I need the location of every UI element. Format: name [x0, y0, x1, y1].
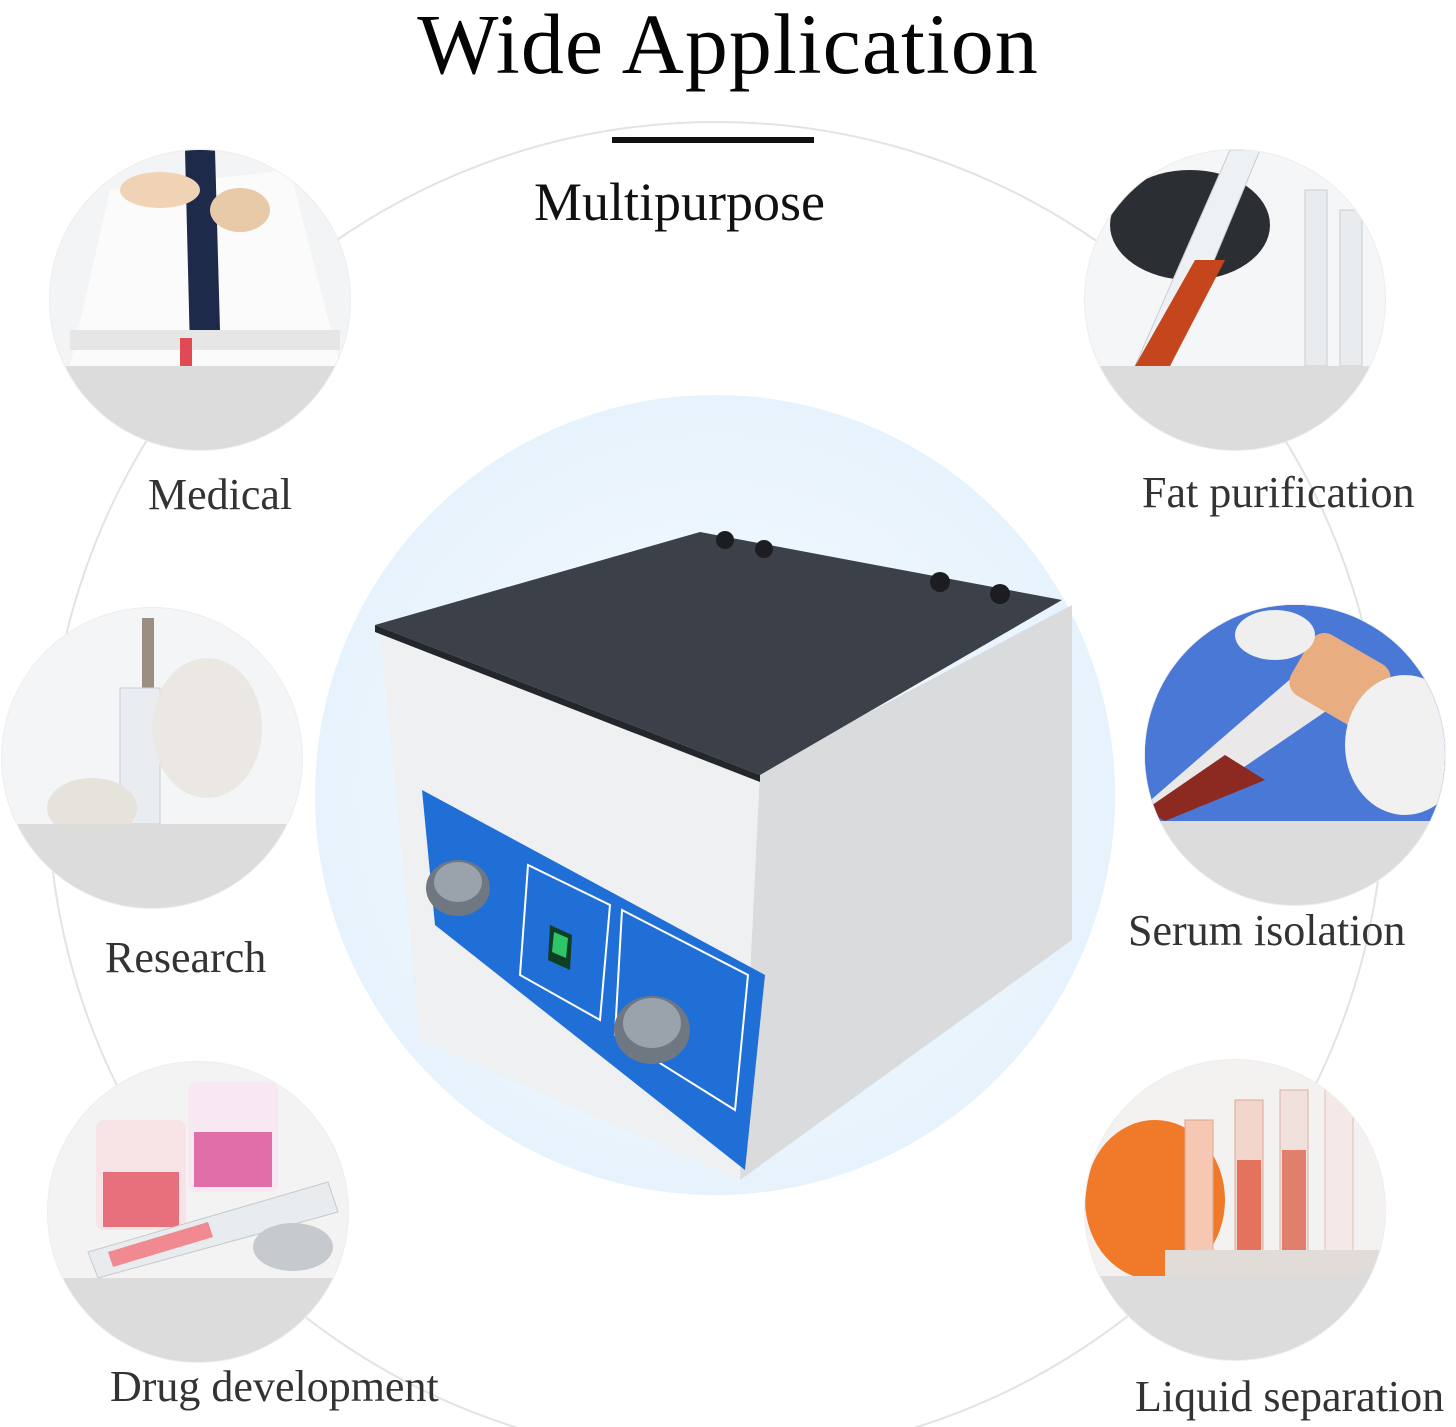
page-title: Wide Application	[417, 0, 1039, 92]
scientist-mushroom-photo	[50, 150, 350, 366]
label-serum-isolation: Serum isolation	[1128, 906, 1406, 955]
thumb-drug-development	[48, 1062, 348, 1362]
label-fat-purification: Fat purification	[1142, 468, 1415, 517]
test-tube-photo	[1085, 150, 1385, 366]
label-drug-development: Drug development	[110, 1362, 439, 1411]
colored-liquid-tubes-photo	[1085, 1060, 1385, 1276]
serum-tube-photo	[1145, 605, 1445, 821]
label-research: Research	[105, 933, 267, 982]
label-liquid-separation: Liquid separation	[1135, 1372, 1445, 1421]
thumb-serum-isolation	[1145, 605, 1445, 905]
title-divider	[612, 137, 814, 143]
thumb-research	[2, 608, 302, 908]
thumb-medical	[50, 150, 350, 450]
page-subtitle: Multipurpose	[534, 172, 825, 232]
beakers-syringe-photo	[48, 1062, 348, 1278]
thumb-fat-purification	[1085, 150, 1385, 450]
thumb-liquid-separation	[1085, 1060, 1385, 1360]
label-medical: Medical	[148, 470, 293, 519]
syringe-glove-photo	[2, 608, 302, 824]
centrifuge-image	[375, 531, 1072, 1180]
